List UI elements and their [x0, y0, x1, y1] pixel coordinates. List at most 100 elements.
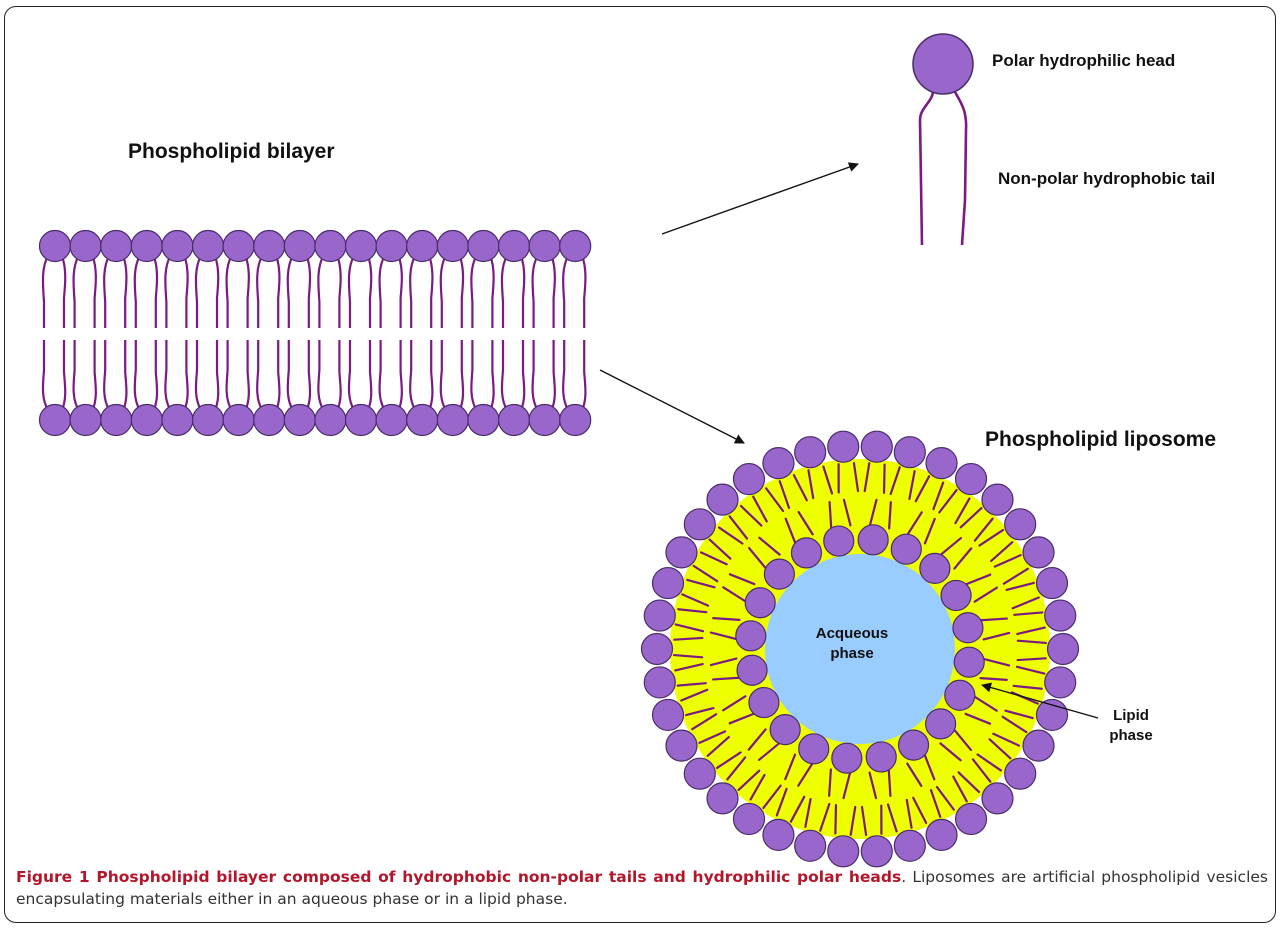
lipid-label-line2: phase [1109, 727, 1152, 744]
inner-head [799, 734, 829, 764]
bilayer-tail [471, 256, 476, 328]
bilayer-tail [62, 340, 65, 410]
outer-head [956, 803, 987, 834]
head-label: Polar hydrophilic head [992, 51, 1175, 70]
outer-head [926, 819, 957, 850]
bilayer-tail [307, 256, 310, 328]
bilayer-head [162, 231, 193, 262]
inner-head [745, 588, 775, 618]
inner-head [899, 730, 929, 760]
outer-head [1045, 600, 1076, 631]
outer-head [733, 803, 764, 834]
outer-head [733, 464, 764, 495]
bilayer-title: Phospholipid bilayer [128, 140, 335, 163]
bilayer-tail [215, 256, 218, 328]
outer-head [763, 448, 794, 479]
outer-head [684, 509, 715, 540]
bilayer-tail [104, 340, 109, 410]
outer-head [652, 568, 683, 599]
inner-head [791, 538, 821, 568]
bilayer-head [70, 405, 101, 436]
bilayer-tail [165, 256, 170, 328]
bilayer-tail [368, 340, 371, 410]
bilayer-head [193, 405, 224, 436]
single-tail-left [920, 92, 933, 245]
outer-head [795, 437, 826, 468]
outer-head [982, 484, 1013, 515]
bilayer-tail [460, 340, 463, 410]
outer-head [926, 448, 957, 479]
bilayer-tail [502, 256, 507, 328]
inner-head [945, 680, 975, 710]
bilayer-tail [184, 340, 187, 410]
bilayer-tail [521, 256, 524, 328]
inner-head [770, 715, 800, 745]
outer-head [828, 836, 859, 867]
bilayer-head [254, 405, 285, 436]
bilayer-head [131, 231, 162, 262]
lipid-label-line1: Lipid [1113, 707, 1149, 724]
phospholipid-bilayer [40, 231, 591, 436]
bilayer-tail [460, 256, 463, 328]
arrow-to-liposome [600, 370, 744, 443]
bilayer-tail [93, 256, 96, 328]
bilayer-tail [337, 340, 340, 410]
bilayer-tail [471, 340, 476, 410]
bilayer-head [131, 405, 162, 436]
bilayer-head [499, 231, 530, 262]
outer-head [1045, 667, 1076, 698]
bilayer-tail [154, 256, 157, 328]
bilayer-tail [368, 256, 371, 328]
bilayer-tail [246, 256, 249, 328]
bilayer-head [407, 405, 438, 436]
bilayer-tail [410, 340, 415, 410]
bilayer-tail [533, 340, 538, 410]
bilayer-head [315, 405, 346, 436]
bilayer-tail [490, 256, 493, 328]
outer-head [1023, 537, 1054, 568]
bilayer-tail [288, 340, 293, 410]
bilayer-tail [227, 340, 232, 410]
bilayer-tail [502, 340, 507, 410]
bilayer-tail [429, 340, 432, 410]
bilayer-tail [215, 340, 218, 410]
bilayer-tail [93, 340, 96, 410]
bilayer-head [162, 405, 193, 436]
outer-head [707, 484, 738, 515]
bilayer-head [284, 231, 315, 262]
bilayer-tail [582, 340, 585, 410]
inner-head [926, 709, 956, 739]
outer-head [1037, 699, 1068, 730]
outer-head [666, 537, 697, 568]
inner-head [749, 688, 779, 718]
outer-head [956, 464, 987, 495]
outer-head [795, 830, 826, 861]
bilayer-tail [552, 256, 555, 328]
bilayer-head [315, 231, 346, 262]
inner-head [737, 655, 767, 685]
bilayer-tail [165, 340, 170, 410]
bilayer-tail [123, 340, 126, 410]
bilayer-tail [582, 256, 585, 328]
bilayer-tail [104, 256, 109, 328]
bilayer-tail [399, 256, 402, 328]
bilayer-head [193, 231, 224, 262]
aqueous-label-line2: phase [830, 645, 873, 662]
bilayer-tail [490, 340, 493, 410]
outer-head [642, 634, 673, 665]
single-phospholipid [913, 34, 973, 245]
bilayer-tail [246, 340, 249, 410]
bilayer-head [437, 405, 468, 436]
inner-head [920, 553, 950, 583]
bilayer-tail [288, 256, 293, 328]
bilayer-head [560, 405, 591, 436]
outer-tail [835, 805, 836, 833]
bilayer-tail [196, 340, 201, 410]
bilayer-head [101, 405, 132, 436]
bilayer-tail [227, 256, 232, 328]
bilayer-head [40, 405, 71, 436]
bilayer-tail [441, 340, 446, 410]
bilayer-tail [349, 340, 354, 410]
bilayer-tail [135, 256, 140, 328]
bilayer-tail [135, 340, 140, 410]
